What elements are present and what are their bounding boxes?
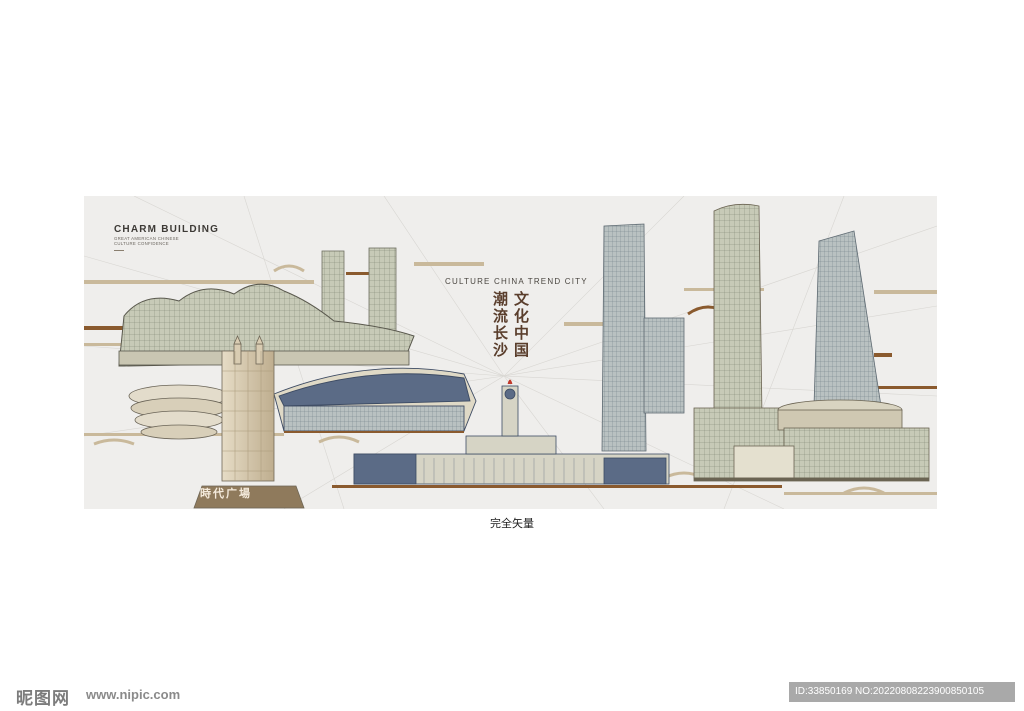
brand-subtitle-line1: GREAT AMERICAN CHINESE: [114, 236, 179, 241]
center-tower: [601, 223, 685, 452]
spiral-building: [128, 384, 230, 440]
site-url: www.nipic.com: [86, 687, 181, 702]
slogan-english: CULTURE CHINA TREND CITY: [445, 277, 588, 286]
slogan-chinese-right: 文化中国: [512, 291, 530, 359]
skyline-poster: CHARM BUILDING GREAT AMERICAN CHINESE CU…: [84, 196, 937, 509]
cylinder-tower: [713, 203, 763, 417]
right-tower: [813, 230, 882, 407]
times-plaza-tower: [193, 335, 305, 509]
brand-divider: [114, 250, 124, 251]
stadium: [273, 367, 477, 433]
watermark-footer: 昵图网 www.nipic.com ID:33850169 NO:2022080…: [0, 681, 1024, 711]
plaza-plaque-text: 時代广場: [200, 487, 252, 500]
brand-subtitle-line2: CULTURE CONFIDENCE: [114, 241, 169, 246]
brand-title: CHARM BUILDING: [114, 224, 220, 235]
railway-station: [353, 379, 670, 485]
site-logo: 昵图网: [16, 689, 70, 708]
image-id-badge: ID:33850169 NO:20220808223900850105: [789, 682, 1015, 702]
skyline-illustration: [84, 196, 937, 509]
right-podium: [693, 399, 930, 482]
caption: 完全矢量: [490, 518, 534, 530]
slogan-chinese-left: 潮流长沙: [491, 291, 509, 359]
brand-subtitle: GREAT AMERICAN CHINESE CULTURE CONFIDENC…: [114, 236, 179, 246]
